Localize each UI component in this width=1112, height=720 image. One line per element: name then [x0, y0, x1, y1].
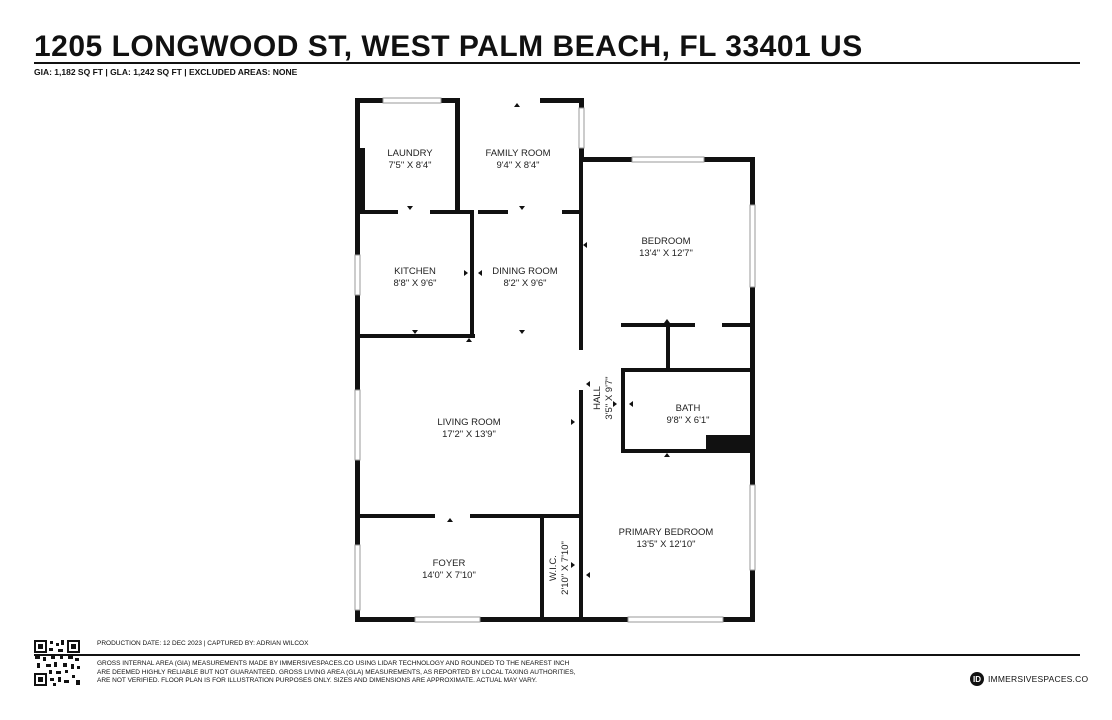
disclaimer-line: ARE DEEMED HIGHLY RELIABLE BUT NOT GUARA… — [97, 668, 576, 676]
brand[interactable]: ID IMMERSIVESPACES.CO — [970, 672, 1088, 686]
room-name-bath: BATH — [676, 403, 701, 414]
qr-code — [34, 640, 80, 686]
room-name-family-room: FAMILY ROOM — [485, 148, 550, 159]
room-name-hall: HALL — [592, 386, 603, 410]
footer-divider — [34, 654, 1080, 656]
disclaimer-line: GROSS INTERNAL AREA (GIA) MEASUREMENTS M… — [97, 660, 570, 667]
brand-logo-icon: ID — [970, 672, 984, 686]
room-dims-family-room: 9'4" X 8'4" — [496, 160, 539, 171]
disclaimer: GROSS INTERNAL AREA (GIA) MEASUREMENTS M… — [97, 660, 637, 686]
disclaimer-line: ARE NOT VERIFIED. FLOOR PLAN IS FOR ILLU… — [97, 677, 537, 684]
brand-link[interactable]: IMMERSIVESPACES.CO — [988, 674, 1089, 684]
room-name-primary-bedroom: PRIMARY BEDROOM — [619, 527, 714, 538]
header-divider — [34, 62, 1080, 64]
page-title: 1205 LONGWOOD ST, WEST PALM BEACH, FL 33… — [34, 30, 863, 63]
room-dims-foyer: 14'0" X 7'10" — [422, 570, 476, 581]
room-dims-wic: 2'10" X 7'10" — [560, 541, 571, 595]
room-name-laundry: LAUNDRY — [387, 148, 433, 159]
room-dims-dining-room: 8'2" X 9'6" — [503, 278, 546, 289]
room-dims-laundry: 7'5" X 8'4" — [388, 160, 431, 171]
room-name-dining-room: DINING ROOM — [492, 266, 558, 277]
room-dims-primary-bedroom: 13'5" X 12'10" — [637, 539, 696, 550]
room-dims-hall: 3'5" X 9'7" — [604, 376, 615, 419]
area-summary: GIA: 1,182 SQ FT | GLA: 1,242 SQ FT | EX… — [34, 67, 298, 77]
room-dims-bedroom: 13'4" X 12'7" — [639, 248, 693, 259]
room-name-wic: W.I.C. — [548, 555, 559, 581]
room-dims-living-room: 17'2" X 13'9" — [442, 429, 496, 440]
room-name-living-room: LIVING ROOM — [437, 417, 500, 428]
room-dims-kitchen: 8'8" X 9'6" — [393, 278, 436, 289]
room-name-kitchen: KITCHEN — [394, 266, 436, 277]
room-name-foyer: FOYER — [433, 558, 466, 569]
production-info: PRODUCTION DATE: 12 DEC 2023 | CAPTURED … — [97, 640, 309, 647]
room-name-bedroom: BEDROOM — [641, 236, 690, 247]
room-dims-bath: 9'8" X 6'1" — [666, 415, 709, 426]
